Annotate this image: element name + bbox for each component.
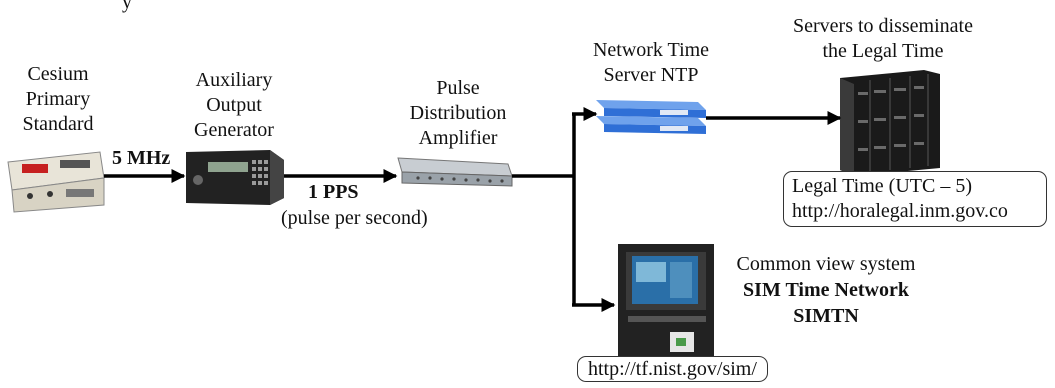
cesium-label: Cesium Primary Standard (22, 63, 94, 135)
common-view-system-device (618, 244, 714, 370)
ntp-label: Network Time Server NTP (592, 39, 710, 86)
legal-time-box: Legal Time (UTC – 5) http://horalegal.in… (783, 171, 1047, 227)
pps-label: 1 PPS (308, 181, 359, 203)
top-cut-text: y (122, 0, 132, 13)
pps-note-label: (pulse per second) (281, 207, 428, 229)
sim-network-label: SIM Time Network (743, 279, 909, 301)
common-view-label: Common view system (736, 253, 916, 275)
pulse-amplifier-device (397, 157, 513, 187)
frequency-label: 5 MHz (112, 147, 171, 169)
legal-time-url[interactable]: http://horalegal.inm.gov.co (792, 200, 1008, 222)
legal-time-servers-device (840, 70, 940, 176)
auxiliary-generator-device (186, 150, 284, 205)
legal-time-text: Legal Time (UTC – 5) (792, 175, 972, 197)
nist-url-text[interactable]: http://tf.nist.gov/sim/ (588, 358, 757, 380)
servers-label: Servers to disseminate the Legal Time (793, 15, 973, 62)
simtn-label: SIMTN (793, 305, 859, 327)
ntp-server-device (596, 100, 706, 134)
nist-url-box[interactable]: http://tf.nist.gov/sim/ (577, 356, 768, 382)
pda-label: Pulse Distribution Amplifier (409, 77, 507, 149)
cesium-standard-device (7, 151, 105, 213)
aux-generator-label: Auxiliary Output Generator (194, 69, 274, 141)
